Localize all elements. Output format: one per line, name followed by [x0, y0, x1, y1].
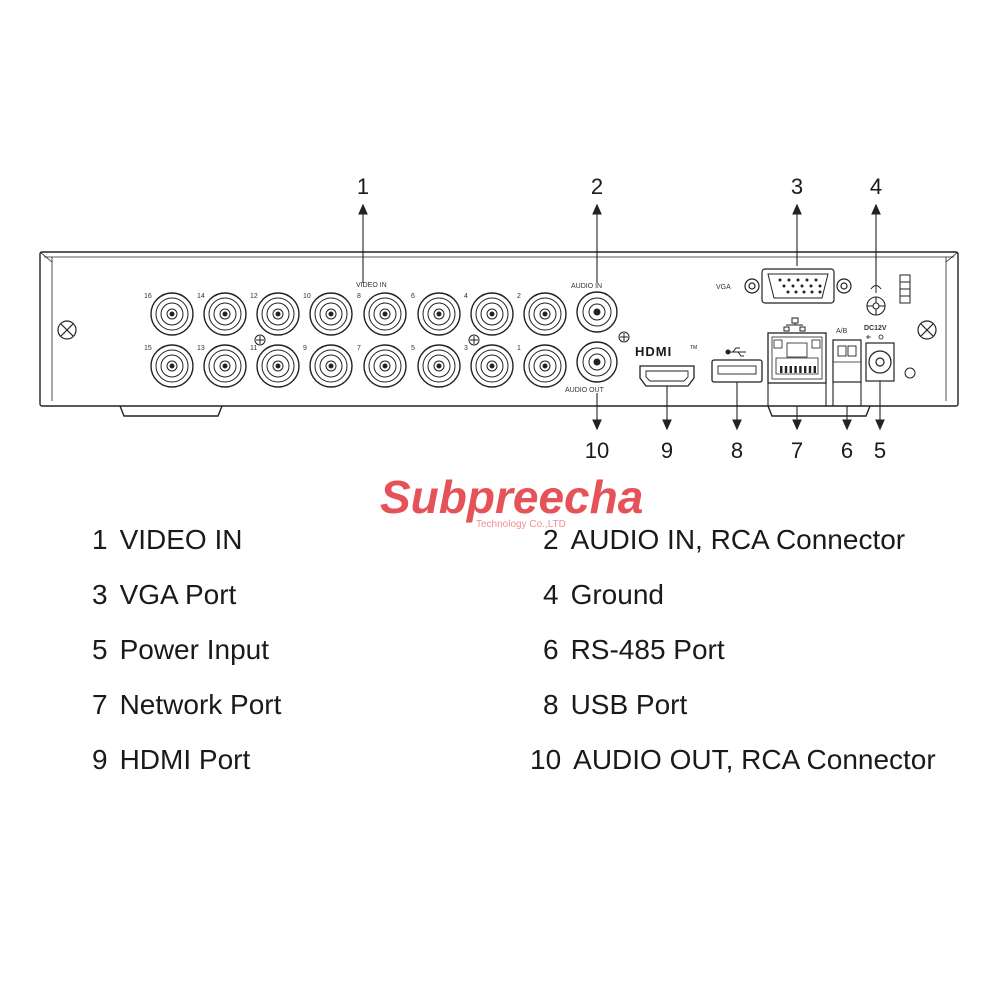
callout-leaders — [358, 203, 885, 431]
bnc-channel-number: 10 — [303, 293, 311, 300]
chassis-screw-right — [917, 320, 937, 340]
bnc-channel-number: 3 — [464, 345, 468, 352]
callout-number-8: 8 — [731, 438, 743, 463]
bnc-channel-number: 4 — [464, 293, 468, 300]
callout-number-2: 2 — [591, 174, 603, 199]
bnc-channel-number: 14 — [197, 293, 205, 300]
bnc-connector — [417, 292, 461, 336]
bnc-channel-number: 6 — [411, 293, 415, 300]
bnc-connector — [150, 292, 194, 336]
hdmi-port — [639, 365, 695, 387]
callout-number-9: 9 — [661, 438, 673, 463]
svg-text:Technology Co.,LTD: Technology Co.,LTD — [476, 519, 566, 530]
svg-text:Subpreecha: Subpreecha — [380, 471, 643, 523]
audio-in-panel-label: AUDIO IN — [571, 283, 602, 290]
audio-in-rca-connector — [576, 291, 618, 333]
usb-port — [711, 359, 763, 383]
vga-panel-label: VGA — [716, 284, 731, 291]
callout-number-6: 6 — [841, 438, 853, 463]
network-rj45-port — [767, 332, 827, 384]
power-dc-label: DC12V — [864, 325, 887, 332]
audio-screw — [618, 331, 630, 343]
callout-number-3: 3 — [791, 174, 803, 199]
dvr-chassis — [39, 251, 959, 417]
bnc-channel-number: 16 — [144, 293, 152, 300]
bnc-channel-number: 5 — [411, 345, 415, 352]
hdmi-tm-mark: TM — [690, 345, 697, 351]
video-in-panel-label: VIDEO IN — [356, 282, 387, 289]
bnc-channel-number: 1 — [517, 345, 521, 352]
bnc-channel-number: 8 — [357, 293, 361, 300]
rs485-ab-label: A/B — [836, 328, 848, 335]
bnc-connector — [309, 292, 353, 336]
bnc-channel-number: 15 — [144, 345, 152, 352]
watermark-logo: Subpreecha Technology Co.,LTD — [380, 471, 643, 530]
bnc-connector — [256, 292, 300, 336]
bnc-connector — [309, 344, 353, 388]
bnc-screw-left — [254, 334, 266, 346]
power-input-jack — [865, 334, 895, 382]
bnc-screw-right — [468, 334, 480, 346]
bnc-channel-number: 12 — [250, 293, 258, 300]
callout-number-4: 4 — [870, 174, 882, 199]
hdmi-logo-label: HDMI — [635, 344, 672, 359]
callout-number-10: 10 — [585, 438, 609, 463]
ground-terminal — [866, 296, 886, 316]
video-in-bnc-connectors: 16 14 12 10 8 6 4 2 15 13 11 9 7 5 3 1 — [144, 292, 567, 388]
callout-number-7: 7 — [791, 438, 803, 463]
bnc-connector — [203, 292, 247, 336]
bnc-connector — [470, 344, 514, 388]
vga-port — [744, 268, 852, 304]
bnc-channel-number: 13 — [197, 345, 205, 352]
usb-symbol-icon — [725, 347, 746, 357]
chassis-screw-left — [57, 320, 77, 340]
bnc-channel-number: 9 — [303, 345, 307, 352]
bnc-connector — [203, 344, 247, 388]
bnc-channel-number: 2 — [517, 293, 521, 300]
bnc-channel-number: 11 — [250, 345, 257, 352]
bnc-connector — [417, 344, 461, 388]
ground-symbol-icon — [870, 283, 882, 293]
audio-out-rca-connector — [576, 341, 618, 383]
bnc-connector — [523, 344, 567, 388]
bnc-connector — [363, 344, 407, 388]
indicator-hole — [904, 367, 916, 379]
bnc-connector — [256, 344, 300, 388]
audio-out-panel-label: AUDIO OUT — [565, 387, 605, 394]
bnc-connector — [470, 292, 514, 336]
bnc-connector — [363, 292, 407, 336]
rs485-terminal-block — [832, 339, 862, 383]
bnc-connector — [523, 292, 567, 336]
bnc-channel-number: 7 — [357, 345, 361, 352]
network-symbol-icon — [783, 317, 806, 332]
callout-number-5: 5 — [874, 438, 886, 463]
vent-slots — [899, 274, 911, 304]
bnc-connector — [150, 344, 194, 388]
callout-number-1: 1 — [357, 174, 369, 199]
